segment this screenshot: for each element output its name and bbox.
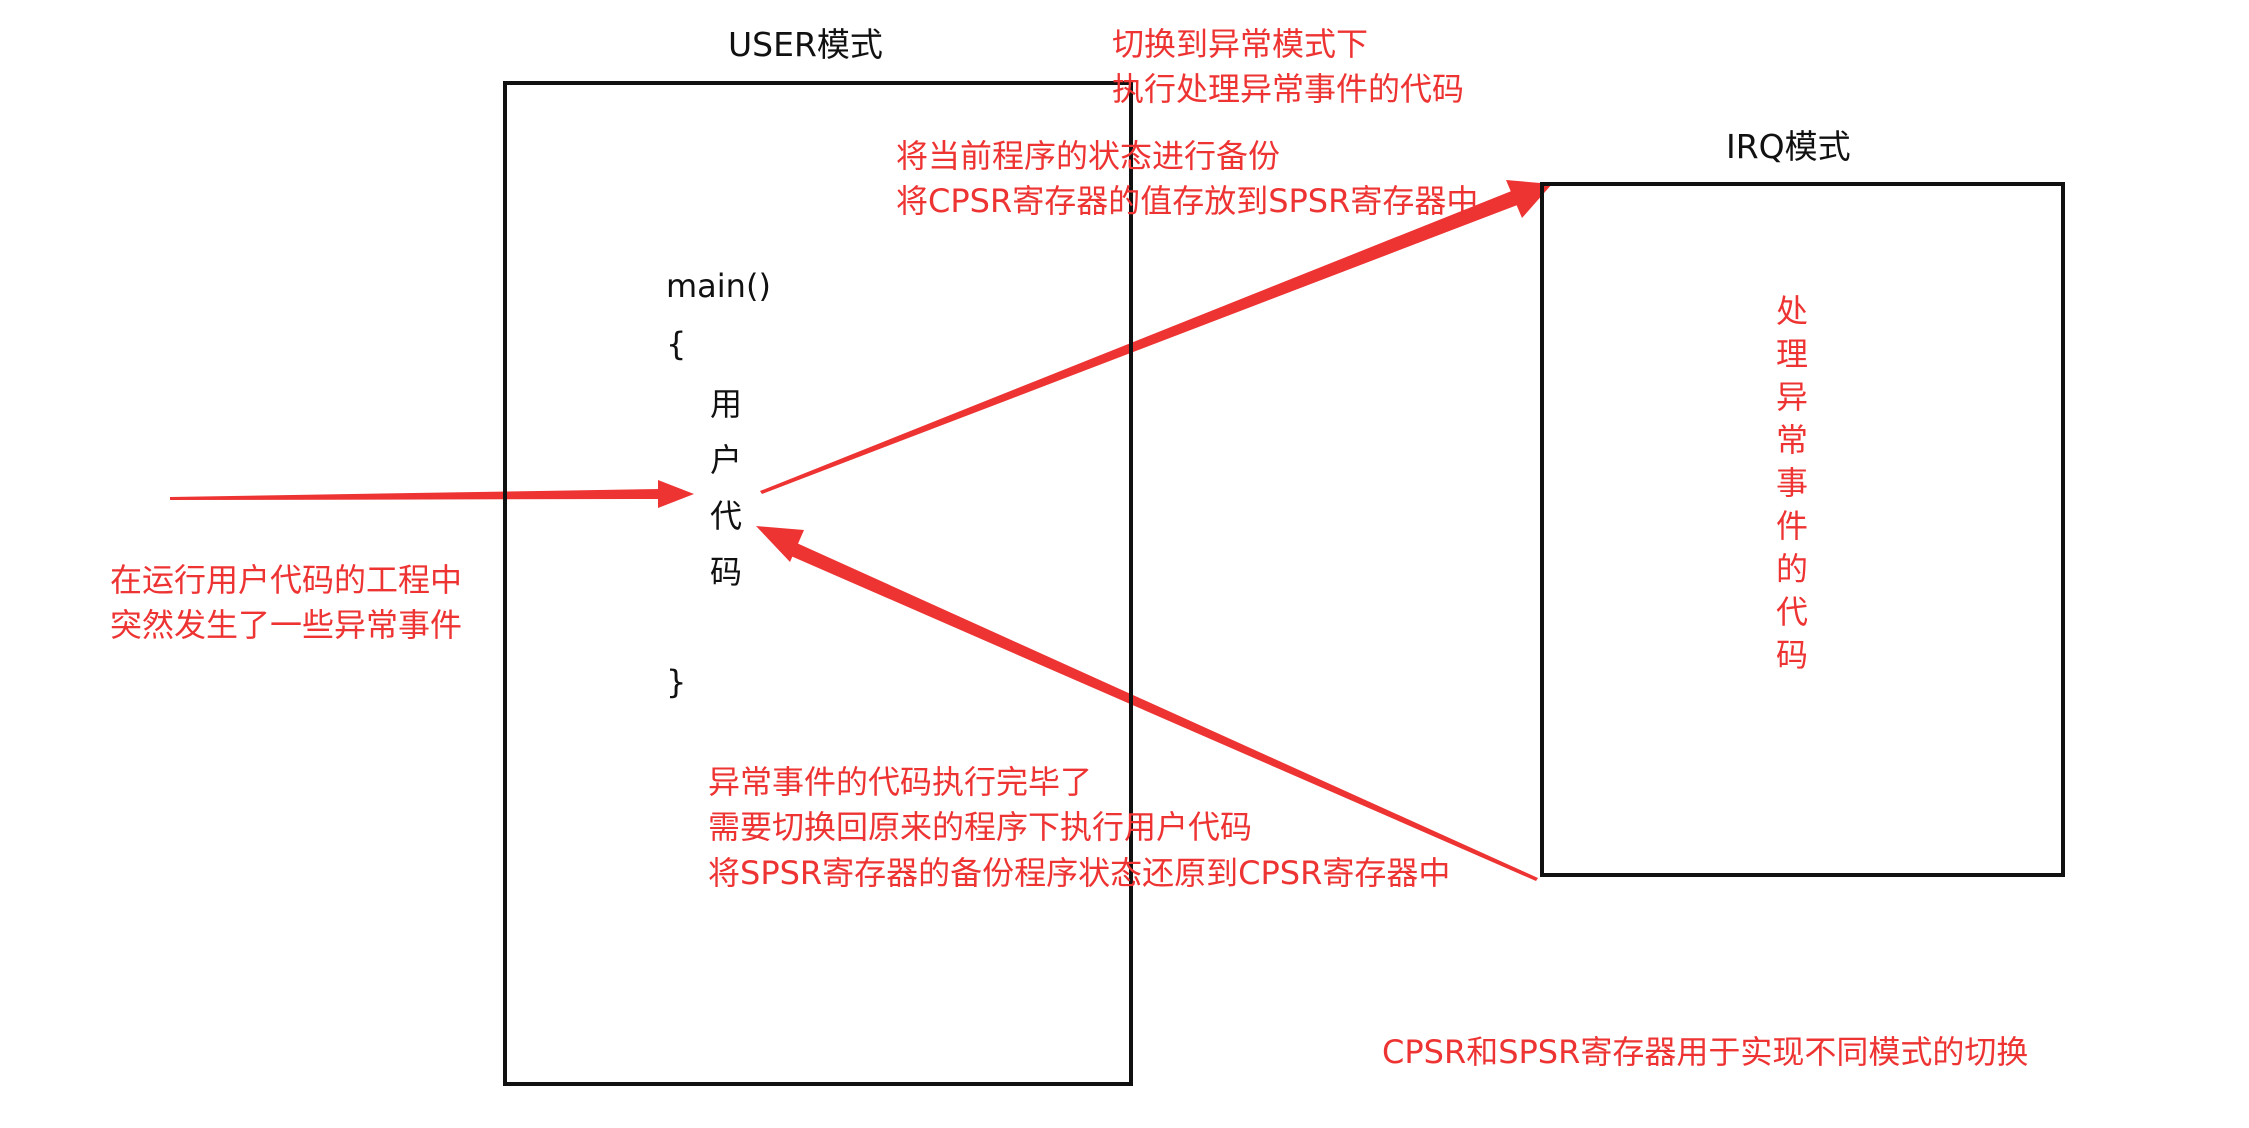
annotation-exception-occurs: 在运行用户代码的工程中 突然发生了一些异常事件 [110, 558, 462, 649]
annotation-line: 将CPSR寄存器的值存放到SPSR寄存器中 [896, 182, 1479, 221]
annotation-line: 突然发生了一些异常事件 [110, 606, 463, 645]
annotation-line: 执行处理异常事件的代码 [1112, 70, 1465, 109]
annotation-restore-state: 异常事件的代码执行完毕了 需要切换回原来的程序下执行用户代码 将SPSR寄存器的… [708, 760, 1450, 896]
annotation-line: 切换到异常模式下 [1112, 25, 1369, 63]
annotation-line: 在运行用户代码的工程中 [110, 561, 463, 599]
user-code-char: 户 [709, 441, 742, 479]
annotation-line: 将当前程序的状态进行备份 [896, 137, 1281, 175]
annotation-switch-mode: 切换到异常模式下 执行处理异常事件的代码 [1112, 22, 1464, 113]
handler-char: 常 [1775, 421, 1808, 459]
irq-handler-vertical-text: 处 理 异 常 事 件 的 代 码 [1772, 290, 1812, 677]
annotation-backup-state: 将当前程序的状态进行备份 将CPSR寄存器的值存放到SPSR寄存器中 [896, 134, 1478, 225]
irq-mode-box [1540, 182, 2065, 877]
handler-char: 异 [1775, 378, 1808, 416]
switch-arrow-shaft [760, 190, 1520, 494]
user-code-char: 代 [709, 497, 742, 535]
return-arrow-head [756, 526, 804, 562]
event-arrow-head [658, 480, 694, 508]
handler-char: 的 [1775, 550, 1808, 588]
annotation-summary: CPSR和SPSR寄存器用于实现不同模式的切换 [1382, 1033, 2029, 1071]
code-brace-close: } [666, 663, 687, 701]
user-mode-box [503, 81, 1133, 1086]
user-code-char: 用 [709, 385, 742, 423]
handler-char: 事 [1775, 464, 1808, 502]
user-mode-title: USER模式 [728, 25, 883, 64]
annotation-line: 将SPSR寄存器的备份程序状态还原到CPSR寄存器中 [708, 853, 1451, 892]
handler-char: 码 [1775, 636, 1808, 674]
irq-mode-title: IRQ模式 [1726, 127, 1851, 166]
handler-char: 件 [1775, 507, 1808, 545]
annotation-line: 需要切换回原来的程序下执行用户代码 [708, 808, 1253, 847]
return-arrow-shaft [784, 540, 1538, 881]
handler-char: 理 [1775, 335, 1808, 373]
user-code-char: 码 [709, 553, 742, 591]
event-arrow-shaft [170, 489, 660, 500]
handler-char: 代 [1775, 593, 1808, 631]
annotation-line: 异常事件的代码执行完毕了 [708, 763, 1093, 801]
user-code-vertical-text: 用 户 代 码 [706, 376, 746, 600]
code-brace-open: { [666, 325, 687, 363]
code-main-signature: main() [666, 267, 771, 305]
handler-char: 处 [1775, 292, 1808, 330]
